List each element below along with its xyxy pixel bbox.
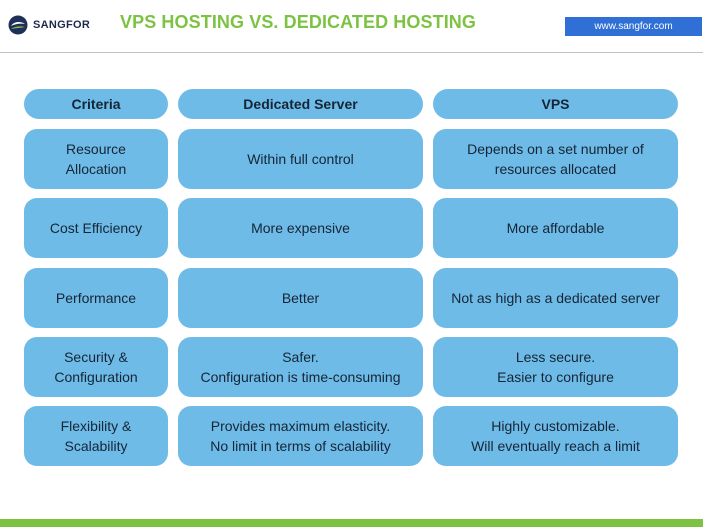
website-link[interactable]: www.sangfor.com <box>565 17 702 36</box>
cell-line: Configuration is time-consuming <box>200 369 401 385</box>
cell-line: Better <box>281 290 320 306</box>
criteria-cell-performance: Performance <box>24 268 168 328</box>
sangfor-logo-icon <box>8 15 28 35</box>
cell-line: Depends on a set number of <box>467 141 644 157</box>
vps-cell-security-configuration: Less secure. Easier to configure <box>433 337 678 397</box>
criteria-cell-cost-efficiency: Cost Efficiency <box>24 198 168 258</box>
dedicated-cell-resource-allocation: Within full control <box>178 129 423 189</box>
brand-name: SANGFOR <box>33 19 91 31</box>
brand-logo: SANGFOR <box>8 14 90 36</box>
column-header-criteria: Criteria <box>24 89 168 119</box>
cell-line: Resource <box>66 141 126 157</box>
cell-line: More expensive <box>251 220 350 236</box>
dedicated-cell-cost-efficiency: More expensive <box>178 198 423 258</box>
criteria-cell-resource-allocation: Resource Allocation <box>24 129 168 189</box>
page-title: VPS HOSTING VS. DEDICATED HOSTING <box>120 12 477 32</box>
cell-line: Scalability <box>64 438 128 454</box>
cell-line: Less secure. <box>515 349 596 365</box>
vps-cell-cost-efficiency: More affordable <box>433 198 678 258</box>
header: SANGFOR VPS HOSTING VS. DEDICATED HOSTIN… <box>0 0 703 52</box>
vps-cell-resource-allocation: Depends on a set number of resources all… <box>433 129 678 189</box>
cell-line: Configuration <box>54 369 138 385</box>
cell-line: Safer. <box>282 349 319 365</box>
cell-line: More affordable <box>506 220 605 236</box>
cell-line: Security & <box>64 349 128 365</box>
cell-line: Performance <box>55 290 137 306</box>
cell-line: Cost Efficiency <box>49 220 143 236</box>
dedicated-cell-flexibility-scalability: Provides maximum elasticity. No limit in… <box>178 406 423 466</box>
cell-line: Flexibility & <box>60 418 132 434</box>
cell-line: Highly customizable. <box>491 418 620 434</box>
criteria-cell-flexibility-scalability: Flexibility & Scalability <box>24 406 168 466</box>
bottom-accent-bar <box>0 519 703 527</box>
cell-line: Within full control <box>247 151 354 167</box>
vps-cell-performance: Not as high as a dedicated server <box>433 268 678 328</box>
column-header-dedicated-server: Dedicated Server <box>178 89 423 119</box>
cell-line: Easier to configure <box>497 369 614 385</box>
cell-line: No limit in terms of scalability <box>210 438 391 454</box>
cell-line: Provides maximum elasticity. <box>210 418 391 434</box>
vps-cell-flexibility-scalability: Highly customizable. Will eventually rea… <box>433 406 678 466</box>
column-header-vps: VPS <box>433 89 678 119</box>
cell-line: resources allocated <box>494 161 617 177</box>
criteria-cell-security-configuration: Security & Configuration <box>24 337 168 397</box>
dedicated-cell-performance: Better <box>178 268 423 328</box>
cell-line: Will eventually reach a limit <box>471 438 640 454</box>
cell-line: Allocation <box>65 161 127 177</box>
cell-line: Not as high as a dedicated server <box>451 290 660 306</box>
dedicated-cell-security-configuration: Safer. Configuration is time-consuming <box>178 337 423 397</box>
header-divider <box>0 52 703 53</box>
